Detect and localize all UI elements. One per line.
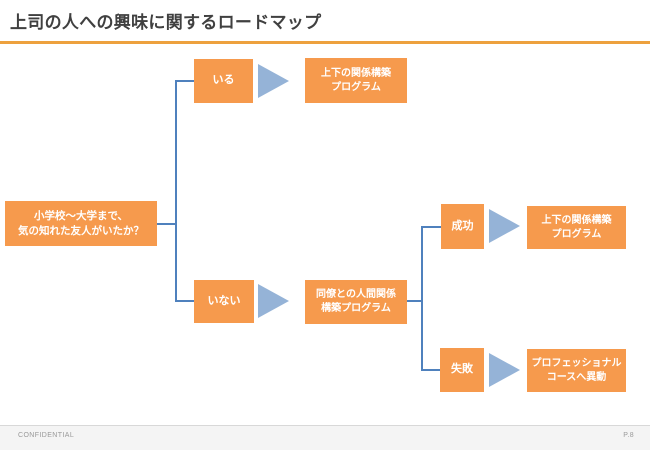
arrow-right-icon: [258, 64, 289, 98]
branch-no-node: いない: [194, 280, 254, 323]
footer-confidential-label: CONFIDENTIAL: [18, 432, 75, 439]
branch-yes-node: いる: [194, 59, 253, 103]
footer-divider: [0, 425, 650, 426]
connector-to-failure: [421, 369, 440, 371]
root-question-node: 小学校〜大学まで、 気の知れた友人がいたか？: [5, 201, 157, 246]
connector-left-vertical: [175, 80, 177, 302]
footer-page-number: P.8: [623, 432, 634, 439]
connector-to-no: [175, 300, 194, 302]
arrow-right-icon: [489, 209, 520, 243]
arrow-right-icon: [489, 353, 520, 387]
slide-title: 上司の人への興味に関するロードマップ: [10, 13, 322, 32]
connector-to-yes: [175, 80, 194, 82]
connector-right-vertical: [421, 226, 423, 371]
connector-root-out: [157, 223, 176, 225]
program-hierarchy-right-node: 上下の関係構築 プログラム: [527, 206, 626, 249]
outcome-failure-node: 失敗: [440, 348, 484, 392]
footer-band: [0, 426, 650, 450]
arrow-right-icon: [258, 284, 289, 318]
outcome-success-node: 成功: [441, 204, 484, 249]
title-underline: [0, 41, 650, 44]
program-peer-node: 同僚との人間関係 構築プログラム: [305, 280, 407, 324]
program-professional-node: プロフェッショナル コースへ異動: [527, 349, 626, 392]
connector-to-success: [421, 226, 441, 228]
connector-peer-out: [407, 300, 423, 302]
program-hierarchy-top-node: 上下の関係構築 プログラム: [305, 58, 407, 103]
